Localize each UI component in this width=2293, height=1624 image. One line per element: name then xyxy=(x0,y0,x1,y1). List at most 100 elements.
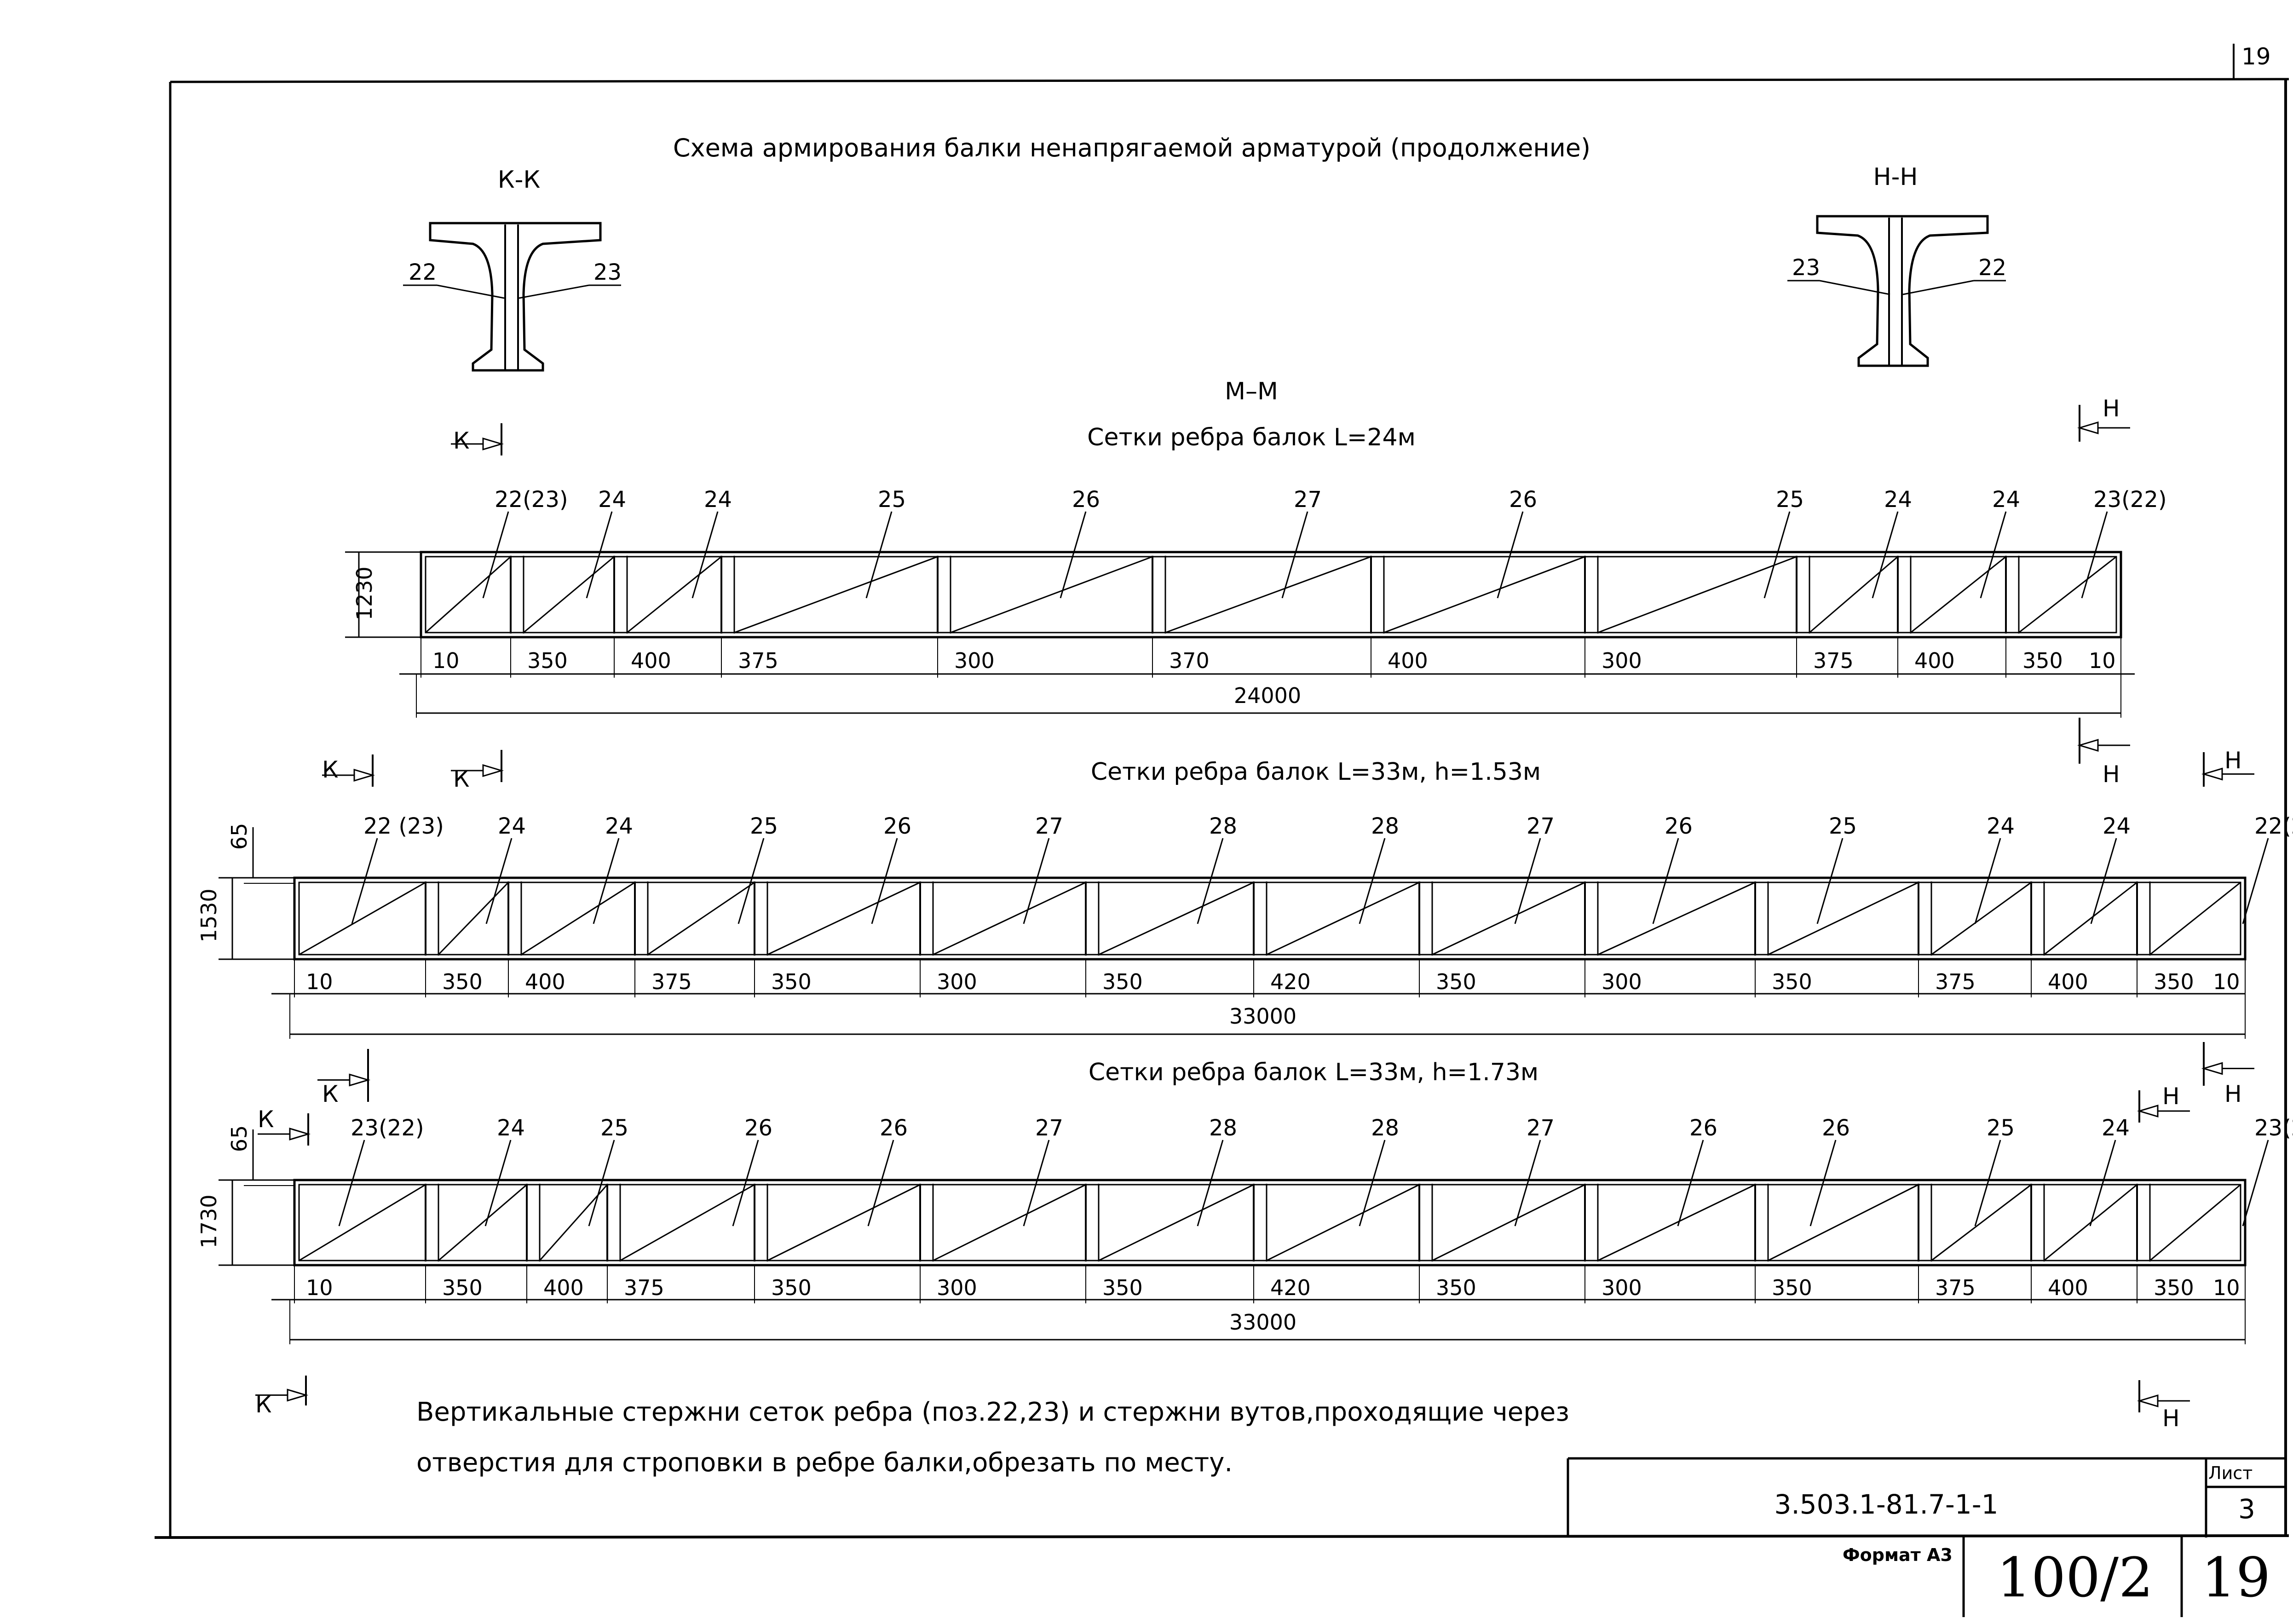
beam-2-position-label: 22 (23) xyxy=(363,813,444,839)
section-cut-label: Н xyxy=(2162,1405,2180,1432)
beam-3-position-leader xyxy=(1197,1140,1224,1227)
beam-1-position-label: 25 xyxy=(1776,487,1804,513)
beam-2-position-leader xyxy=(1816,838,1844,924)
note-line-1: Вертикальные стержни сеток ребра (поз.22… xyxy=(416,1397,1569,1427)
beam-2-position-label: 24 xyxy=(605,813,633,839)
beam-3-gap-label: 375 xyxy=(624,1275,664,1300)
beam-3-gap-label: 300 xyxy=(937,1275,977,1300)
section-kk: К-К 22 23 xyxy=(403,166,622,372)
section-kk-title: К-К xyxy=(498,166,541,194)
beam-1-mesh-diagonal xyxy=(425,556,511,633)
beam-1-gap-label: 350 xyxy=(2022,648,2063,673)
beam-3-position-leader xyxy=(2089,1140,2116,1227)
beam-1-position-leader xyxy=(1763,511,1791,599)
beam-1-position-label: 24 xyxy=(598,487,626,513)
beam-3-position-label: 26 xyxy=(1822,1115,1850,1141)
beam-3-mesh-diagonal xyxy=(1597,1184,1756,1261)
beam-3-gap-label: 350 xyxy=(1772,1275,1812,1300)
section-kk-left-label: 22 xyxy=(409,259,437,285)
beam-1-position-label: 26 xyxy=(1072,487,1100,513)
beam-2-position-label: 27 xyxy=(1527,813,1555,839)
beam-2-gap-label: 10 xyxy=(2213,969,2240,994)
beam-2-mesh-diagonal xyxy=(1266,881,1420,956)
beam-1-position-label: 22(23) xyxy=(495,487,568,513)
beam-2-position-label: 24 xyxy=(2103,813,2131,839)
beam-1-mesh-diagonal xyxy=(1597,556,1797,633)
beam-3-position-leader xyxy=(867,1140,894,1227)
beam-3-position-leader xyxy=(2242,1140,2269,1227)
beam-3-position-leader xyxy=(1359,1140,1386,1227)
beam-2-position-label: 26 xyxy=(883,813,911,839)
beam-3-position-label: 28 xyxy=(1209,1115,1237,1141)
beam-1-height: 1230 xyxy=(352,566,377,620)
beam-2-inner-frame xyxy=(298,881,2241,956)
beam-1-gap-label: 375 xyxy=(738,648,778,673)
beam-2-position-label: 25 xyxy=(1829,813,1857,839)
beam-3-inner-frame xyxy=(298,1184,2241,1261)
title-block xyxy=(1567,1457,2286,1617)
beam-2-gap-label: 10 xyxy=(306,969,333,994)
beam-1-mesh-diagonal xyxy=(1383,556,1585,633)
beam-3-position-label: 25 xyxy=(1987,1115,2015,1141)
beam-2-position-leader xyxy=(485,838,513,924)
stamp-left-number: 100/2 xyxy=(1997,1546,2153,1609)
beam-3-position-label: 23(22) xyxy=(351,1115,424,1141)
beam-3-gap-label: 350 xyxy=(2154,1275,2194,1300)
sheet-frame xyxy=(154,44,2289,1539)
beam-3-position-leader xyxy=(732,1140,759,1227)
beam-3-mesh-diagonal xyxy=(1768,1184,1919,1261)
beam-1-gap-label: 400 xyxy=(1914,648,1955,673)
beam-2-position-label: 24 xyxy=(498,813,526,839)
beam-3-position-leader xyxy=(1809,1140,1837,1227)
beam-2-mesh-diagonal xyxy=(2044,881,2137,956)
beam-1-position-label: 27 xyxy=(1294,487,1322,513)
beam-2-position-leader xyxy=(1514,838,1541,924)
beam-3-gap-label: 350 xyxy=(771,1275,812,1300)
beam-2-gap-label: 350 xyxy=(442,969,483,994)
section-cut-arrowhead xyxy=(2137,1104,2159,1118)
beam-2-mesh-diagonal xyxy=(2149,881,2241,956)
beam-3-mesh-diagonal xyxy=(620,1184,755,1261)
beam-2-gap-label: 400 xyxy=(2048,969,2088,994)
beam-3-mesh-diagonal xyxy=(1266,1184,1420,1261)
beam-1-position-leader xyxy=(1497,511,1524,599)
beam-3-position-label: 23(22) xyxy=(2254,1115,2293,1141)
section-cut-arrowhead xyxy=(353,768,375,782)
beam-2-title: Сетки ребра балок L=33м, h=1.53м xyxy=(1091,758,1541,786)
beam-2-mesh-diagonal xyxy=(521,881,635,956)
section-kk-right-label: 23 xyxy=(593,259,622,285)
beam-3-mesh-diagonal xyxy=(1432,1184,1585,1261)
note-line-2: отверстия для строповки в ребре балки,об… xyxy=(416,1448,1233,1478)
beam-1-position-label: 24 xyxy=(1992,487,2020,513)
stamp-right-number: 19 xyxy=(2201,1546,2270,1609)
section-cut-arrowhead xyxy=(289,1127,311,1141)
section-cut-arrowhead xyxy=(287,1388,309,1402)
beam-3-gap-label: 375 xyxy=(1935,1275,1976,1300)
beam-2-position-label: 24 xyxy=(1987,813,2015,839)
beam-1-inner-frame xyxy=(425,556,2117,633)
beam-2-mesh-diagonal xyxy=(1098,881,1254,956)
format-label: Формат А3 xyxy=(1843,1545,1953,1565)
beam-3-position-label: 24 xyxy=(497,1115,525,1141)
beam-2-position-leader xyxy=(1652,838,1679,924)
beam-1-gap-label: 375 xyxy=(1813,648,1854,673)
beam-3-gap-label: 350 xyxy=(1102,1275,1143,1300)
beam-2-mesh-diagonal xyxy=(1432,881,1585,956)
beam-2-position-label: 28 xyxy=(1371,813,1399,839)
beam-2-total-length: 33000 xyxy=(1229,1004,1296,1029)
beam-2-position-leader xyxy=(737,838,765,924)
section-cut-arrowhead xyxy=(482,437,504,451)
beam-3-position-leader xyxy=(1023,1140,1050,1227)
beam-2-position-leader xyxy=(871,838,898,924)
section-cut-arrowhead xyxy=(2137,1394,2159,1408)
beam-3-position-label: 25 xyxy=(600,1115,628,1141)
beam-1-gap-label: 400 xyxy=(631,648,671,673)
section-cut-arrowhead xyxy=(2201,1062,2223,1075)
beam-3-gap-label: 350 xyxy=(442,1275,483,1300)
beam-3-position-label: 27 xyxy=(1035,1115,1063,1141)
beam-1-position-label: 24 xyxy=(704,487,732,513)
beam-3-position-label: 27 xyxy=(1527,1115,1555,1141)
